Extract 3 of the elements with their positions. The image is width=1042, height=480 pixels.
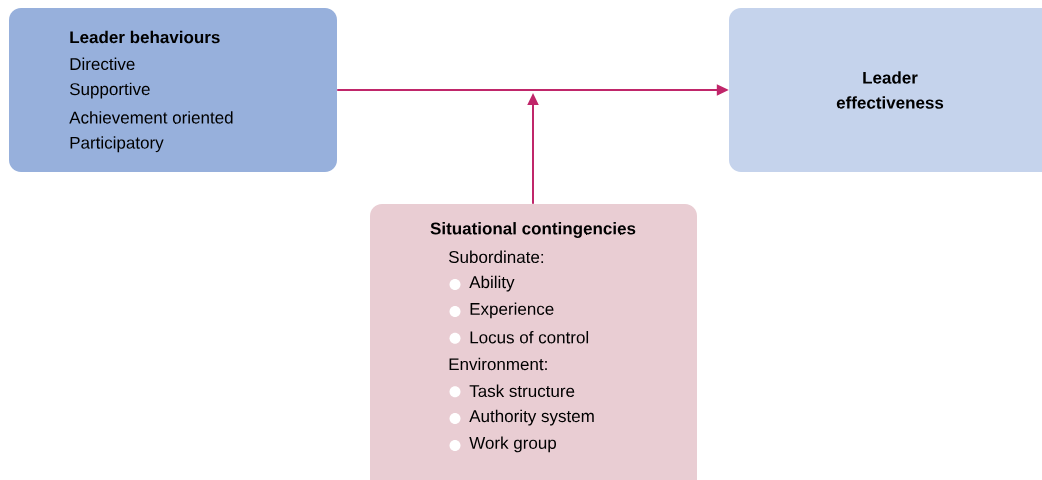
text-box: Leader behaviours Directive Supportive Achievement oriented Participatory: [9, 8, 337, 172]
text-box: Leader effectiveness: [729, 8, 1042, 172]
text-box: Situational contingencies Subordinate: Ability Experience Locus of control Environment: Task structure Authority system Work group: [370, 204, 697, 480]
